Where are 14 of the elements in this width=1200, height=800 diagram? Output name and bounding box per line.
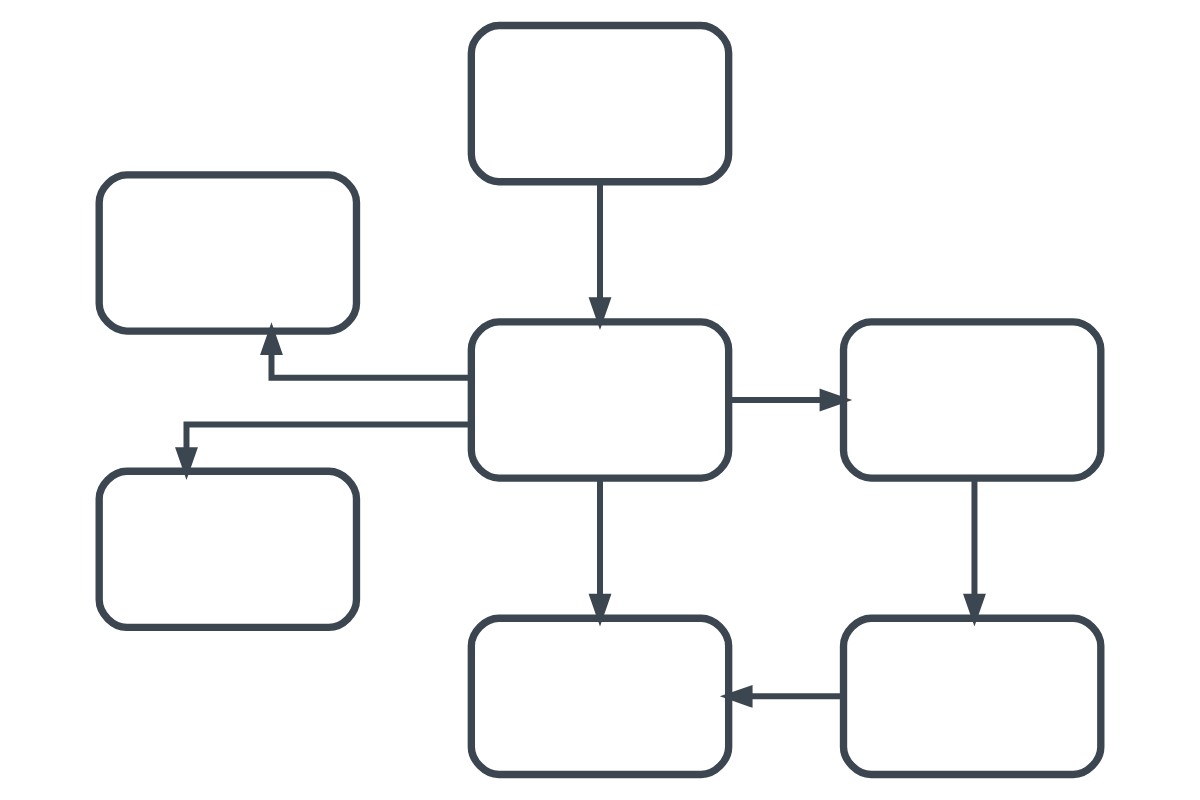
arrow	[260, 322, 472, 381]
node-box	[467, 614, 733, 779]
node-box	[839, 318, 1105, 482]
node-box	[95, 467, 361, 632]
node-box	[839, 614, 1105, 779]
node-box	[467, 21, 733, 186]
arrow	[588, 182, 612, 331]
arrow	[588, 478, 612, 627]
arrow	[963, 478, 986, 627]
node-box	[95, 171, 361, 335]
arrow	[729, 388, 853, 412]
arrow	[175, 421, 471, 481]
arrow	[719, 684, 844, 708]
node-box	[467, 318, 733, 482]
